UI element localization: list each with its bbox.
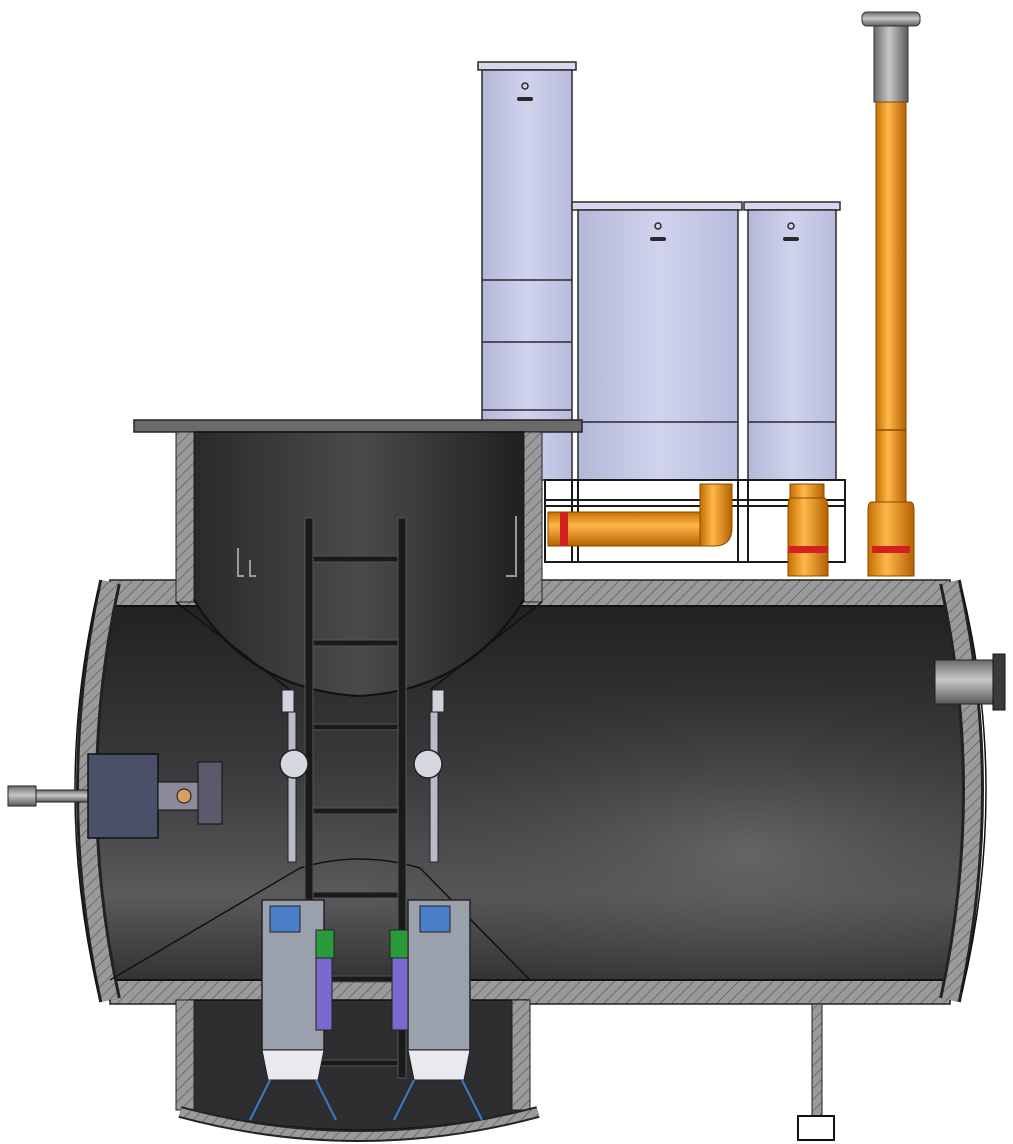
tank-end-cap-right (939, 579, 987, 1003)
ladder-rung (312, 555, 399, 563)
access-shaft (133, 419, 583, 698)
ladder-rung (312, 639, 399, 647)
shaft-hooks (237, 516, 517, 577)
pump-right (389, 689, 483, 1121)
end-flange-assembly (7, 753, 223, 839)
ladder-rungs (312, 555, 399, 1067)
inlet-pipe (547, 483, 829, 577)
support-leg (797, 1003, 835, 1141)
ladder-rung (312, 891, 399, 899)
control-cabinet-tall (477, 61, 577, 481)
ladder (304, 517, 407, 1079)
ladder-rung (312, 723, 399, 731)
ladder-rung (312, 807, 399, 815)
outlet-nozzle (934, 653, 1006, 711)
vent-pipe (861, 11, 921, 577)
ladder-rung (312, 1059, 399, 1067)
control-cabinet-wide (571, 201, 743, 481)
control-cabinet-narrow (743, 201, 841, 481)
pump-left (249, 689, 337, 1121)
